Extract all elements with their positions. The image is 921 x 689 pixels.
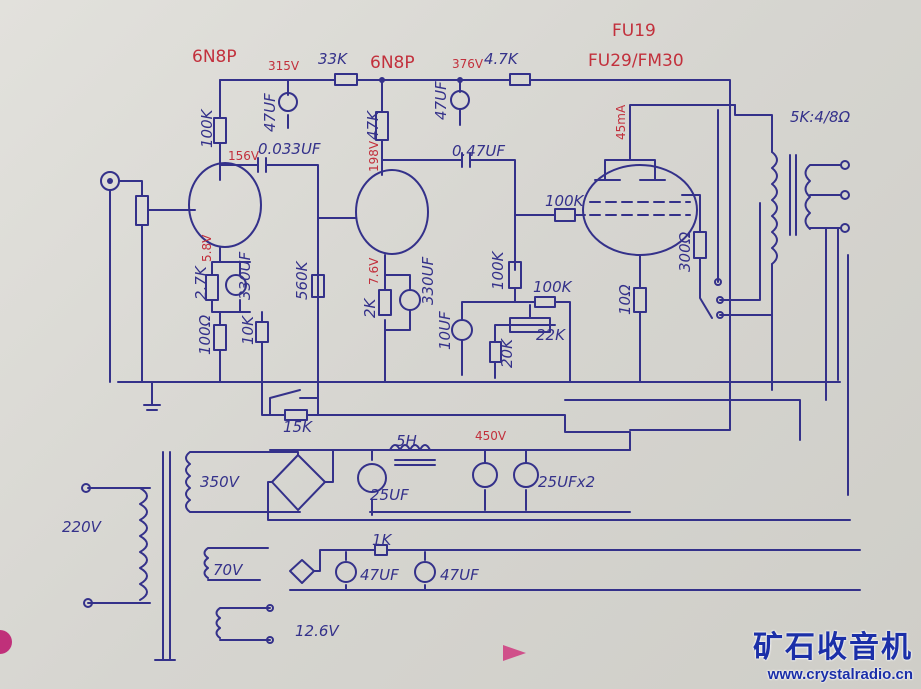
component-label: 15K [283,418,313,436]
component-label: 47K [364,110,382,140]
component-label: 100K [489,250,507,290]
voltage-label: 450V [475,429,507,443]
watermark-url: www.crystalradio.cn [767,666,913,683]
current-label: 45mA [614,104,628,140]
b-plus-rail [219,73,731,431]
voltage-label: 7.6V [367,257,381,285]
capacitor-330uf-b [399,289,421,311]
tube-v2 [355,169,429,255]
component-label: 25UFx2 [538,473,595,491]
voltage-label: 315V [268,59,300,73]
component-label: 47UF [261,93,279,132]
resistor-33k [334,73,358,86]
pink-triangle-mark [503,645,526,661]
resistor-10ohm [633,287,647,313]
resistor-15k [284,409,308,421]
component-label: 100K [545,192,585,210]
component-label: 70V [213,561,244,579]
watermark-logo: 矿石收音机 [753,630,913,665]
resistor-47k-anode [375,111,389,141]
tube-label-out-1: FU19 [612,21,656,41]
volume-pot [135,195,149,226]
resistor-100k-feedback [534,296,556,308]
voltage-label: 156V [228,149,260,163]
capacitor-25uf-x2-a [472,462,498,488]
ground-icon [143,381,161,411]
component-label: 330UF [419,256,437,305]
resistor-4k7 [509,73,531,86]
capacitor-10uf [451,319,473,341]
stage1-6n8p [100,79,325,383]
component-label: 100Ω [196,314,214,355]
capacitor-47uf-1 [335,561,357,583]
resistor-10k [255,321,269,343]
resistor-100ohm [213,324,227,351]
tube-v1 [188,162,262,248]
resistor-1k [374,544,388,556]
component-label: 4.7K [484,50,519,68]
component-label: 10UF [436,311,454,350]
component-label: 300Ω [676,231,694,272]
component-label: 10K [239,315,257,345]
tube-label-v2: 6N8P [370,53,415,73]
component-label: 100K [198,108,216,148]
component-label: 2.7K [192,265,210,300]
capacitor-25uf [357,463,387,493]
capacitor-47uf-a [278,92,298,112]
resistor-300ohm [693,231,707,259]
component-label: 47UF [360,566,399,584]
component-label: 10Ω [616,284,634,315]
voltage-label: 376V [452,57,484,71]
resistor-20k [489,341,502,363]
component-label: 330UF [236,251,254,300]
bridge-rectifier-bias [289,559,315,584]
component-label: 33K [318,50,348,68]
resistor-2k7 [205,274,219,301]
component-label: 350V [200,473,241,491]
bridge-rectifier-hv [271,454,326,511]
component-label: 2K [361,297,379,318]
component-label: 0.47UF [452,142,505,160]
stage2-6n8p [317,79,571,383]
capacitor-47uf-2 [414,561,436,583]
resistor-100k-anode [213,117,227,144]
component-label: 560K [293,260,311,300]
tube-label-v1: 6N8P [192,47,237,67]
component-label: 5H [396,432,417,450]
capacitor-47uf-b [450,90,470,110]
resistor-560k [311,274,325,298]
choke-5h [389,444,436,466]
watermark: 矿石收音机 www.crystalradio.cn [753,622,913,683]
component-label: 47UF [432,81,450,120]
component-label: 5K:4/8Ω [790,108,851,126]
tube-label-out-2: FU29/FM30 [588,51,684,71]
component-label: 47UF [440,566,479,584]
component-label: 100K [533,278,573,296]
component-label: 0.033UF [258,140,321,158]
capacitor-330uf-a [225,274,247,296]
component-label: 1K [372,531,393,549]
voltage-label: 5.8V [200,234,214,262]
component-label: 25UF [370,486,409,504]
magenta-mark [0,630,12,654]
component-label: 22K [536,326,566,344]
resistor-grid-stopper [554,208,576,222]
component-label: 220V [62,518,103,536]
voltage-label: 198V [367,140,381,172]
component-label: 12.6V [295,622,340,640]
capacitor-25uf-x2-b [513,462,539,488]
power-supply [81,439,861,661]
resistor-2k [378,289,392,316]
output-stage [514,104,850,496]
component-label: 20K [498,338,516,368]
